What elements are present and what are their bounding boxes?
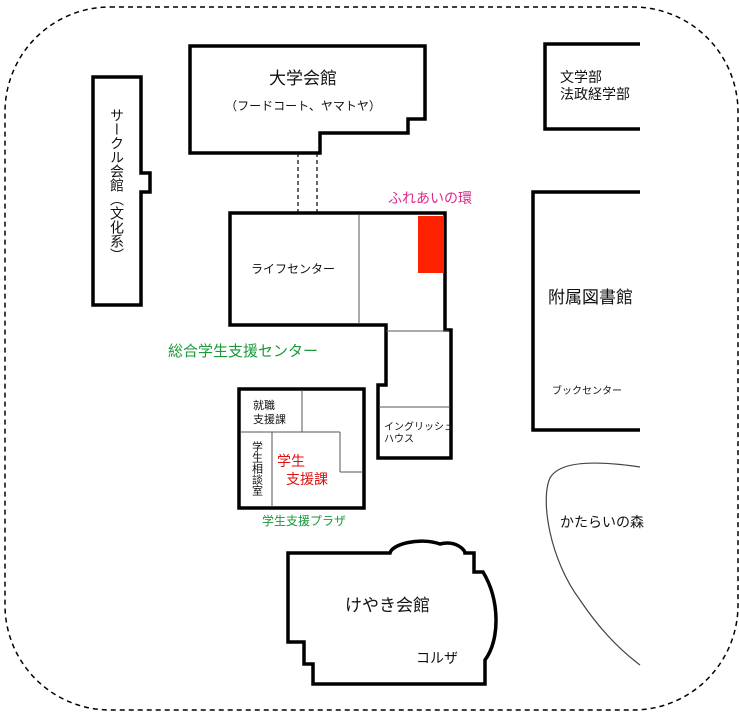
keyaki-label: けやき会館 bbox=[345, 596, 430, 616]
bungakubu-label-2: 法政経学部 bbox=[560, 87, 630, 103]
gakusei-soudan-label: 学生相談室 bbox=[251, 440, 264, 496]
daigaku-kaikan-label: 大学会館 bbox=[269, 69, 337, 89]
library-building[interactable]: 附属図書館 ブックセンター bbox=[531, 190, 640, 432]
coruza-label: コルザ bbox=[416, 651, 458, 667]
daigaku-kaikan-building[interactable]: 大学会館 （フードコート、ヤマトヤ） bbox=[188, 44, 427, 155]
plaza-label: 学生支援プラザ bbox=[262, 513, 346, 528]
shushoku-label-1: 就職 bbox=[253, 398, 275, 412]
sogo-shien-label: 総合学生支援センター bbox=[168, 342, 318, 360]
book-center-label: ブックセンター bbox=[552, 384, 622, 397]
daigaku-kaikan-sub: （フードコート、ヤマトヤ） bbox=[225, 99, 381, 113]
bungakubu-label-1: 文学部 bbox=[560, 70, 602, 86]
bungakubu-building[interactable]: 文学部 法政経学部 bbox=[543, 42, 640, 131]
plaza-building[interactable]: 就職 支援課 学生相談室 学生 支援課 bbox=[237, 387, 366, 510]
fureai-marker[interactable] bbox=[418, 216, 444, 273]
katarai-forest[interactable]: かたらいの森 bbox=[545, 462, 644, 666]
english-house-label-1: イングリッシュ bbox=[384, 420, 454, 433]
walkway bbox=[297, 153, 318, 213]
gakusei-shien-label-2: 支援課 bbox=[286, 472, 328, 488]
life-center-building[interactable]: ライフセンター イングリッシュ ハウス bbox=[228, 211, 454, 460]
circle-kaikan-building[interactable]: サークル会館（文化系） bbox=[91, 75, 152, 307]
fureai-label: ふれあいの環 bbox=[388, 191, 472, 207]
katarai-label: かたらいの森 bbox=[560, 515, 644, 531]
shushoku-label-2: 支援課 bbox=[253, 412, 286, 426]
library-label: 附属図書館 bbox=[548, 288, 633, 308]
keyaki-building[interactable]: けやき会館 コルザ bbox=[286, 539, 498, 686]
life-center-label: ライフセンター bbox=[251, 262, 335, 276]
english-house-label-2: ハウス bbox=[384, 433, 414, 445]
gakusei-shien-label-1: 学生 bbox=[277, 454, 305, 470]
campus-boundary bbox=[4, 6, 739, 711]
circle-kaikan-label: サークル会館（文化系） bbox=[108, 108, 124, 262]
